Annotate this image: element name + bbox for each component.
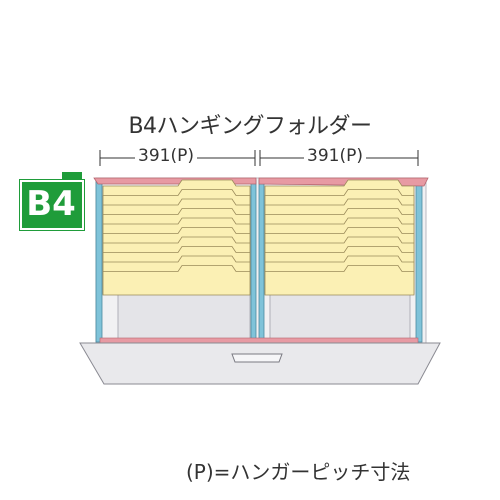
badge-label: B4 bbox=[26, 184, 76, 224]
footnote: (P)=ハンガーピッチ寸法 bbox=[186, 460, 411, 484]
diagram-title: B4ハンギングフォルダー bbox=[128, 114, 372, 139]
post-center-b bbox=[258, 179, 265, 343]
dimension-label-left: 391(P) bbox=[135, 146, 197, 166]
hanging-folder bbox=[264, 265, 415, 296]
drawer-handle bbox=[231, 353, 283, 363]
post-left bbox=[95, 179, 103, 343]
drawer-front bbox=[79, 342, 441, 385]
post-right bbox=[415, 179, 423, 343]
dimension-label-right: 391(P) bbox=[304, 146, 366, 166]
drawer-bottom-panel bbox=[117, 287, 251, 341]
folder-stack-left bbox=[102, 179, 251, 296]
hanging-folder bbox=[102, 265, 251, 296]
badge-tab bbox=[62, 172, 82, 182]
post-center-a bbox=[250, 179, 257, 343]
drawer-bottom-panel-right bbox=[269, 287, 411, 341]
folder-stack-right bbox=[264, 179, 415, 296]
b4-badge: B4 bbox=[20, 172, 84, 230]
badge-box bbox=[20, 180, 84, 230]
